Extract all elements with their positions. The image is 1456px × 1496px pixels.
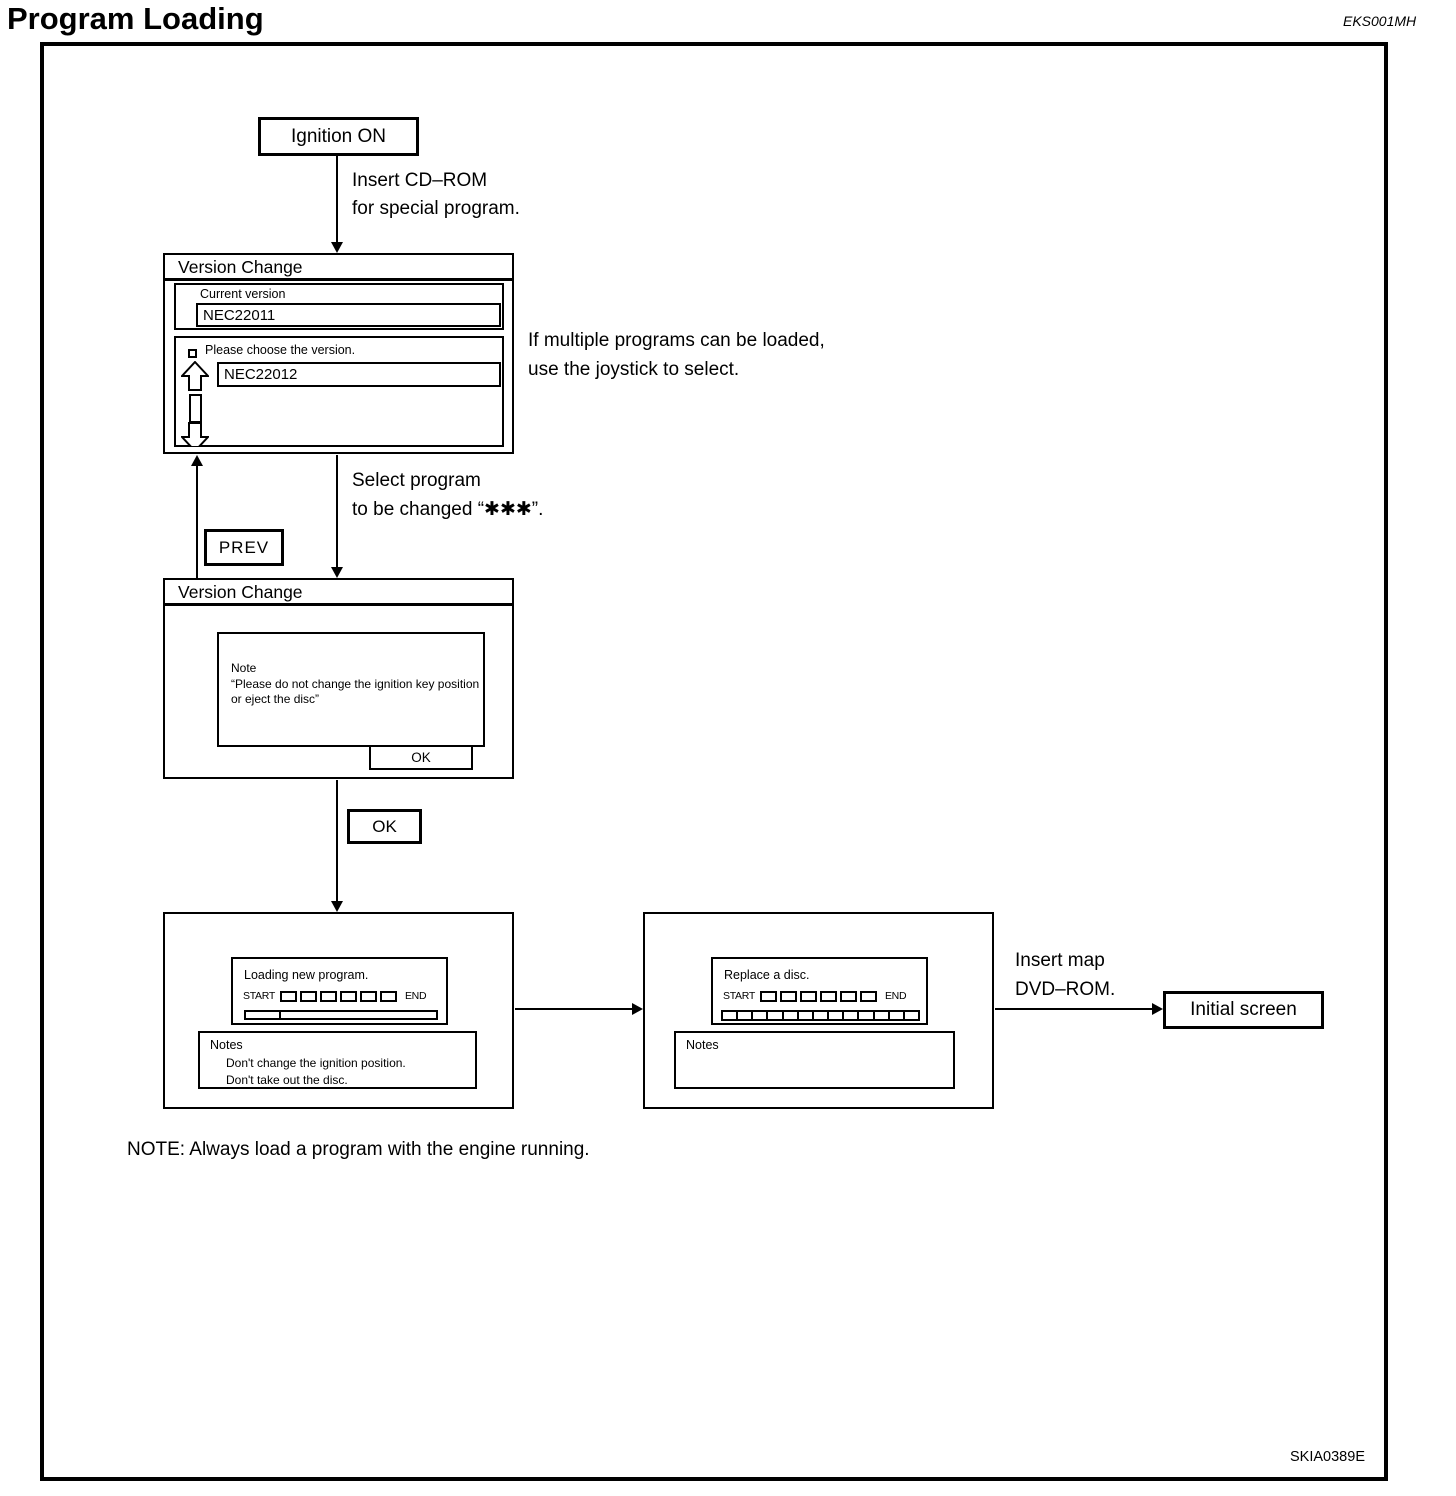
notes-lines: Don't change the ignition position. Don'… [226, 1056, 406, 1087]
doc-code: EKS001MH [1343, 13, 1417, 29]
joystick-annotation: If multiple programs can be loaded, use … [528, 330, 825, 380]
segmented-progress-bar [721, 1010, 920, 1021]
bar-segment-icon [890, 1012, 905, 1019]
arrow-down-icon [331, 901, 343, 912]
connector-line [336, 455, 338, 567]
arrow-up-icon [191, 455, 203, 466]
bar-segment-icon [753, 1012, 769, 1019]
dialog-ok-button: OK [369, 745, 473, 770]
bar-segment-icon [844, 1012, 860, 1019]
screen-title: Version Change [165, 255, 512, 281]
start-label: START [723, 990, 755, 1002]
bar-segment-icon [905, 1012, 918, 1019]
arrow-down-icon [331, 242, 343, 253]
progress-cell-icon [819, 990, 837, 1002]
loading-message-box: Loading new program. START END [231, 957, 448, 1025]
ignition-on-box: Ignition ON [258, 117, 419, 156]
progress-cell-icon [359, 990, 377, 1002]
progress-cell-icon [319, 990, 337, 1002]
loading-message: Loading new program. [244, 968, 369, 982]
choose-version-prompt: Please choose the version. [205, 343, 356, 357]
choose-version-panel: Please choose the version. NEC22012 [174, 336, 504, 447]
arrow-right-icon [1152, 1003, 1163, 1015]
note-dialog: Note “Please do not change the ignition … [217, 632, 485, 747]
current-version-label: Current version [200, 287, 286, 301]
bar-segment-icon [784, 1012, 799, 1019]
bar-segment-icon [814, 1012, 830, 1019]
replace-message: Replace a disc. [724, 968, 810, 982]
scroll-up-icon [181, 361, 209, 391]
select-program-annotation: Select program to be changed “✱✱✱”. [352, 470, 544, 520]
replace-notes-box: Notes [674, 1031, 955, 1089]
end-label: END [884, 990, 907, 1002]
notes-heading: Notes [210, 1038, 243, 1052]
notes-heading: Notes [686, 1038, 719, 1052]
loading-notes-box: Notes Don't change the ignition position… [198, 1031, 477, 1089]
end-label: END [404, 990, 427, 1002]
progress-bar-divider [279, 1012, 281, 1018]
arrow-right-icon [632, 1003, 643, 1015]
current-version-field: NEC22011 [196, 303, 501, 327]
progress-cells [279, 990, 400, 1002]
loading-program-screen: Loading new program. START END Notes Don… [163, 912, 514, 1109]
insert-map-annotation: Insert map DVD–ROM. [1015, 950, 1116, 1000]
progress-cell-icon [279, 990, 297, 1002]
connector-line [336, 156, 338, 243]
progress-cell-icon [779, 990, 797, 1002]
progress-cell-icon [299, 990, 317, 1002]
initial-screen-label: Initial screen [1190, 999, 1297, 1020]
note-dialog-text: Note “Please do not change the ignition … [231, 661, 480, 706]
scroll-down-icon-clip [181, 422, 209, 446]
initial-screen-box: Initial screen [1163, 991, 1324, 1029]
progress-cell-icon [759, 990, 777, 1002]
progress-indicator: START END [723, 990, 907, 1002]
progress-indicator: START END [243, 990, 427, 1002]
page-title: Program Loading [7, 1, 264, 36]
bar-segment-icon [875, 1012, 890, 1019]
replace-disc-screen: Replace a disc. START END Notes [643, 912, 994, 1109]
note-heading: Note [231, 661, 257, 675]
choose-version-field: NEC22012 [217, 362, 501, 387]
prev-box: PREV [204, 529, 284, 566]
ok-label: OK [372, 816, 397, 836]
ignition-on-label: Ignition ON [290, 125, 387, 147]
bar-segment-icon [859, 1012, 875, 1019]
start-label: START [243, 990, 275, 1002]
progress-cell-icon [379, 990, 397, 1002]
scroll-down-icon [181, 422, 209, 446]
progress-cell-icon [859, 990, 877, 1002]
scrollbar-track-icon [189, 394, 202, 423]
progress-cell-icon [839, 990, 857, 1002]
connector-line [515, 1008, 635, 1010]
screen-title: Version Change [165, 580, 512, 606]
bar-segment-icon [799, 1012, 814, 1019]
bar-segment-icon [768, 1012, 784, 1019]
square-bullet-icon [188, 349, 197, 358]
diagram-frame [40, 42, 1388, 1481]
figure-code: SKIA0389E [1290, 1449, 1365, 1465]
progress-cell-icon [799, 990, 817, 1002]
progress-bar [244, 1010, 438, 1020]
replace-message-box: Replace a disc. START END [711, 957, 928, 1025]
prev-label: PREV [218, 537, 270, 557]
engine-running-note: NOTE: Always load a program with the eng… [127, 1139, 590, 1160]
connector-line [336, 780, 338, 901]
ok-box: OK [347, 809, 422, 844]
version-change-select-screen: Version Change Current version NEC22011 … [163, 253, 514, 454]
bar-segment-icon [738, 1012, 754, 1019]
insert-cd-annotation: Insert CD–ROM for special program. [352, 170, 520, 219]
bar-segment-icon [723, 1012, 739, 1019]
current-version-panel: Current version NEC22011 [174, 283, 504, 330]
connector-line [196, 465, 198, 578]
connector-line [995, 1008, 1152, 1010]
progress-cell-icon [339, 990, 357, 1002]
progress-cells [759, 990, 880, 1002]
bar-segment-icon [829, 1012, 845, 1019]
arrow-down-icon [331, 567, 343, 578]
version-change-note-screen: Version Change Note “Please do not chang… [163, 578, 514, 779]
